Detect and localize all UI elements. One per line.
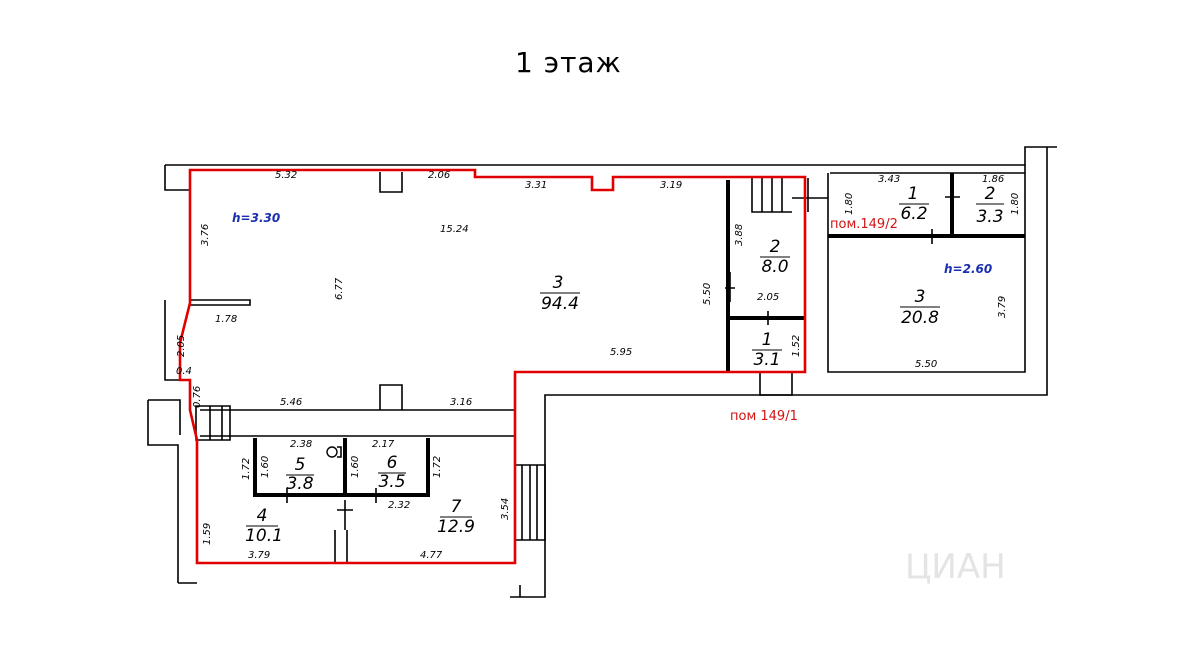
room-b2: 2 3.3 bbox=[976, 184, 1004, 227]
room-area: 6.2 bbox=[900, 204, 927, 224]
room-2: 2 8.0 bbox=[760, 237, 790, 277]
ceiling-height-right: h=2.60 bbox=[944, 262, 992, 276]
dim-label: 2.32 bbox=[388, 500, 410, 511]
room-number: 4 bbox=[257, 506, 268, 526]
dimensions: 5.32 2.06 3.31 3.19 15.24 1.78 5.46 3.16… bbox=[176, 170, 1021, 561]
room-number: 5 bbox=[295, 455, 306, 475]
dim-label: 3.76 bbox=[200, 224, 211, 246]
dim-label: 1.78 bbox=[215, 314, 237, 325]
dim-label: 1.59 bbox=[202, 523, 213, 545]
dim-label: 3.31 bbox=[525, 180, 547, 191]
dim-label: 3.79 bbox=[248, 550, 270, 561]
room-6: 6 3.5 bbox=[378, 453, 406, 492]
dim-label: 3.88 bbox=[734, 224, 745, 246]
room-number: 1 bbox=[762, 330, 773, 350]
premises-boundary bbox=[178, 168, 807, 565]
building-walls bbox=[147, 146, 1057, 598]
dim-label: 2.05 bbox=[176, 335, 187, 357]
dim-label: 3.43 bbox=[878, 174, 900, 185]
room-number: 1 bbox=[908, 184, 919, 204]
toilet-icon bbox=[326, 446, 342, 458]
room-area: 3.5 bbox=[378, 472, 405, 492]
dim-label: 4.77 bbox=[420, 550, 443, 561]
room-area: 94.4 bbox=[541, 294, 579, 314]
dim-label: 1.80 bbox=[1010, 193, 1021, 215]
doors bbox=[270, 188, 960, 530]
dim-label: 1.72 bbox=[432, 456, 443, 478]
dim-label: 0.4 bbox=[176, 366, 192, 377]
room-b3: 3 20.8 bbox=[900, 287, 940, 328]
room-4: 4 10.1 bbox=[245, 506, 283, 546]
dim-label: 2.05 bbox=[757, 292, 779, 303]
dim-label: 3.54 bbox=[500, 498, 511, 520]
room-number: 7 bbox=[451, 497, 462, 517]
dim-label: 2.17 bbox=[372, 439, 395, 450]
dim-label: 1.80 bbox=[844, 193, 855, 215]
dim-label: 5.95 bbox=[610, 347, 632, 358]
dim-label: 1.52 bbox=[791, 335, 802, 357]
dim-label: 15.24 bbox=[440, 224, 469, 235]
room-area: 20.8 bbox=[901, 308, 939, 328]
dim-label: 5.32 bbox=[275, 170, 297, 181]
room-area: 3.8 bbox=[286, 474, 313, 494]
dim-label: 2.06 bbox=[428, 170, 450, 181]
room-number: 2 bbox=[985, 184, 996, 204]
room-area: 12.9 bbox=[437, 517, 475, 537]
room-3: 3 94.4 bbox=[540, 273, 580, 314]
room-number: 2 bbox=[770, 237, 781, 257]
dim-label: 1.60 bbox=[260, 456, 271, 478]
room-number: 3 bbox=[915, 287, 926, 307]
room-7: 7 12.9 bbox=[437, 497, 475, 537]
room-number: 3 bbox=[553, 273, 564, 293]
room-area: 10.1 bbox=[245, 526, 283, 546]
dim-label: 3.19 bbox=[660, 180, 682, 191]
ceiling-height-main: h=3.30 bbox=[232, 211, 280, 225]
watermark: ЦИАН bbox=[905, 547, 1006, 587]
room-5: 5 3.8 bbox=[286, 455, 314, 494]
dim-label: 1.72 bbox=[241, 458, 252, 480]
premises-label-149-1: пом 149/1 bbox=[730, 409, 798, 424]
room-number: 6 bbox=[387, 453, 398, 473]
dim-label: 6.77 bbox=[334, 277, 345, 300]
premises-label-149-2: пом.149/2 bbox=[830, 217, 898, 232]
room-b1: 1 6.2 bbox=[899, 184, 929, 224]
dim-label: 5.46 bbox=[280, 397, 302, 408]
room-area: 3.3 bbox=[976, 207, 1003, 227]
dim-label: 2.38 bbox=[290, 439, 312, 450]
room-1: 1 3.1 bbox=[752, 330, 782, 370]
dim-label: 1.60 bbox=[350, 456, 361, 478]
room-area: 3.1 bbox=[753, 350, 780, 370]
interior-partitions bbox=[253, 173, 1025, 497]
room-area: 8.0 bbox=[761, 257, 788, 277]
dim-label: 0.76 bbox=[192, 386, 203, 408]
dim-label: 1.86 bbox=[982, 174, 1004, 185]
floor-title: 1 этаж bbox=[515, 46, 622, 79]
dim-label: 3.16 bbox=[450, 397, 472, 408]
dim-label: 3.79 bbox=[997, 296, 1008, 318]
dim-label: 5.50 bbox=[915, 359, 937, 370]
dim-label: 5.50 bbox=[702, 283, 713, 305]
